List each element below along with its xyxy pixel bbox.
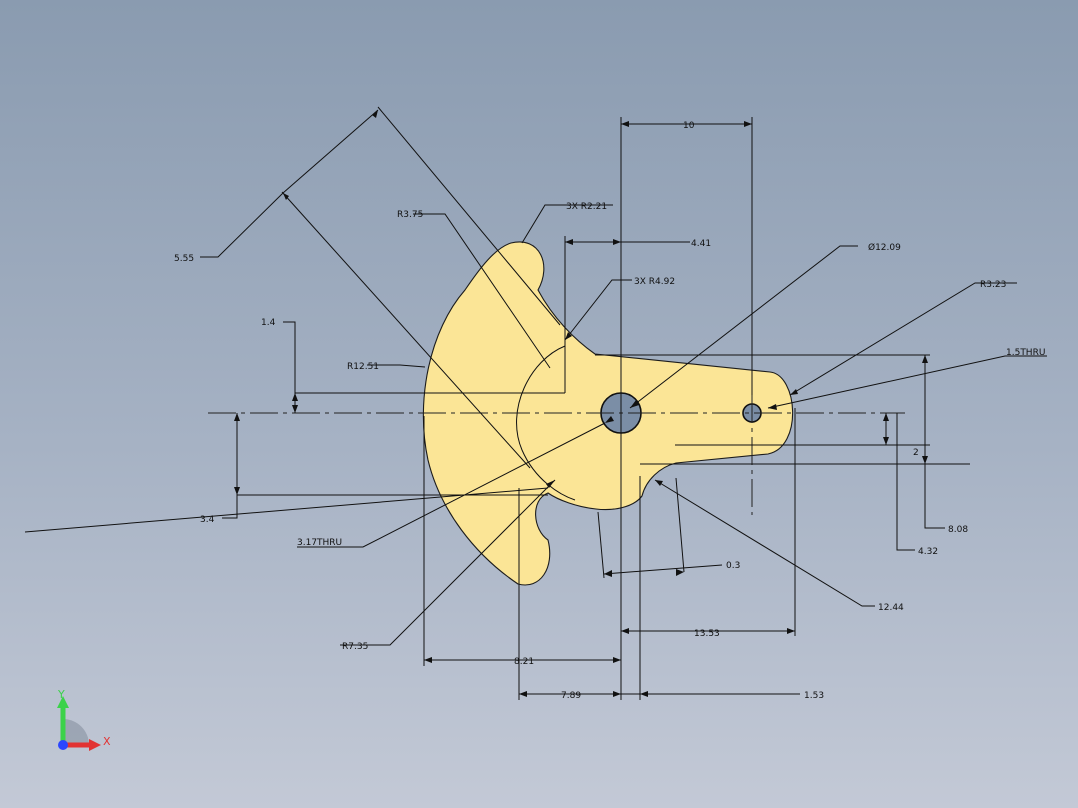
dim-14[interactable]: 1.4 xyxy=(261,318,276,328)
dimension-texts: 10 3X R2.21 R3.75 4.41 Ø12.09 3X R4.92 R… xyxy=(174,121,1045,701)
dim-441[interactable]: 4.41 xyxy=(691,239,711,249)
dim-15thru[interactable]: 1.5THRU xyxy=(1006,348,1045,358)
dim-153[interactable]: 1.53 xyxy=(804,691,824,701)
dim-3x-r492[interactable]: 3X R4.92 xyxy=(634,277,675,287)
dim-432[interactable]: 4.32 xyxy=(918,547,938,557)
y-axis-arrowhead xyxy=(57,696,69,708)
dim-789[interactable]: 7.89 xyxy=(561,691,581,701)
dim-1353[interactable]: 13.53 xyxy=(694,629,720,639)
dim-2[interactable]: 2 xyxy=(913,448,919,458)
dim-r1251[interactable]: R12.51 xyxy=(347,362,379,372)
dim-821[interactable]: 8.21 xyxy=(514,657,534,667)
dim-dia1209[interactable]: Ø12.09 xyxy=(868,242,901,253)
dimension-arrowheads xyxy=(234,110,928,697)
dim-r735[interactable]: R7.35 xyxy=(342,642,368,652)
dimension-lines xyxy=(24,106,1047,700)
dim-808[interactable]: 8.08 xyxy=(948,525,968,535)
dim-317thru[interactable]: 3.17THRU xyxy=(297,538,342,548)
dim-555[interactable]: 5.55 xyxy=(174,254,194,264)
dim-3x-r221[interactable]: 3X R2.21 xyxy=(566,202,607,212)
dim-r323[interactable]: R3.23 xyxy=(980,280,1006,290)
dim-1244[interactable]: 12.44 xyxy=(878,603,904,613)
x-axis-arrowhead xyxy=(89,739,101,751)
dim-03[interactable]: 0.3 xyxy=(726,561,740,571)
y-axis-label: Y xyxy=(57,688,65,701)
boss-arc xyxy=(516,345,576,501)
view-triad[interactable]: Y X xyxy=(57,688,111,751)
dim-10[interactable]: 10 xyxy=(683,121,695,131)
dim-34[interactable]: 3.4 xyxy=(200,515,215,525)
triad-plane xyxy=(63,719,89,745)
x-axis-label: X xyxy=(103,735,111,748)
dim-r375[interactable]: R3.75 xyxy=(397,210,423,220)
z-axis-dot xyxy=(58,740,68,750)
